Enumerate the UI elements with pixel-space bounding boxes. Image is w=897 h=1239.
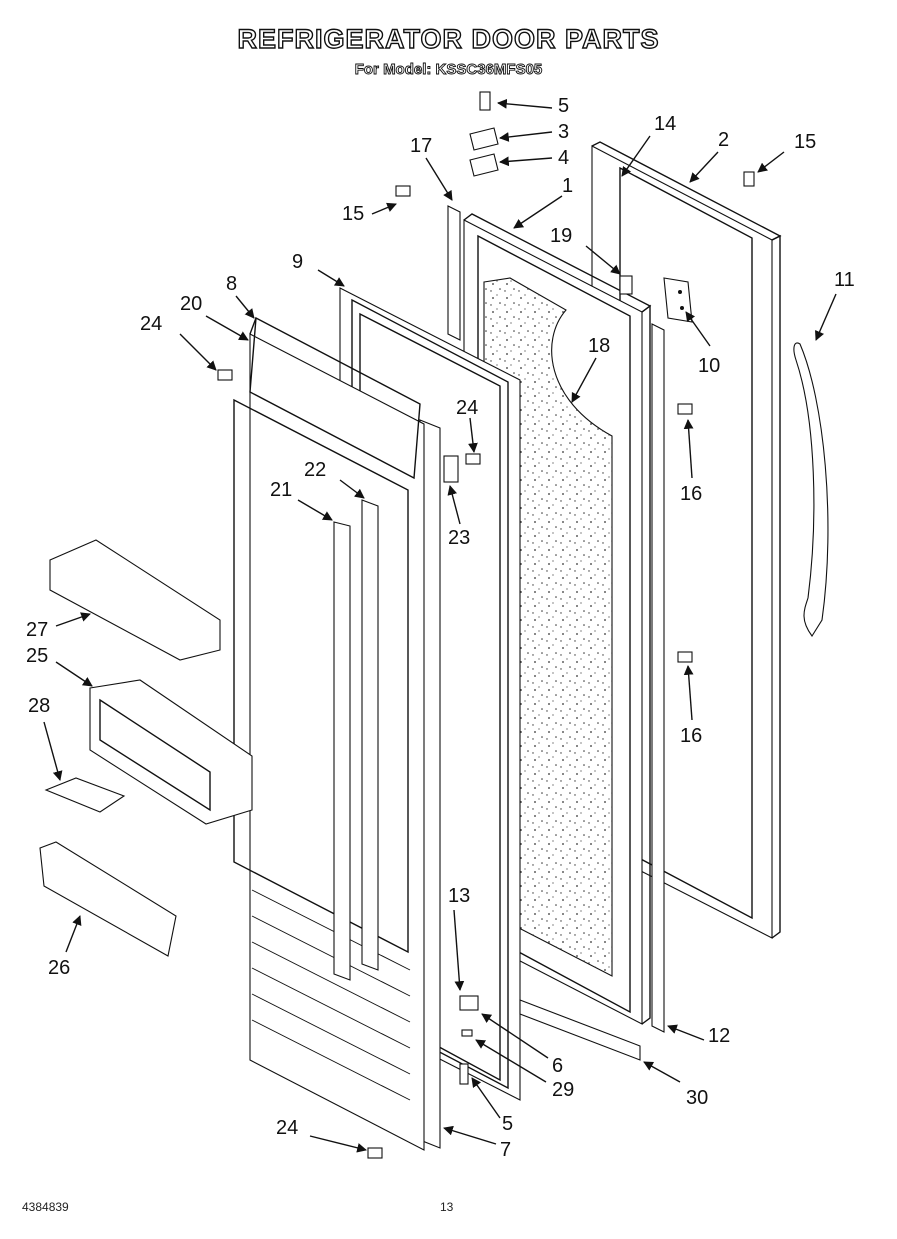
door-side-trim-strip xyxy=(651,323,665,1033)
callout-14: 14 xyxy=(654,113,676,135)
handle-bracket xyxy=(443,455,459,483)
callout-18: 18 xyxy=(588,335,610,357)
callout-26: 26 xyxy=(48,957,70,979)
callout-29: 29 xyxy=(552,1079,574,1101)
page-title: REFRIGERATOR DOOR PARTS xyxy=(237,23,660,54)
dispenser-housing xyxy=(89,679,253,825)
callout-7: 7 xyxy=(500,1139,511,1161)
callout-30: 30 xyxy=(686,1087,708,1109)
callout-20: 20 xyxy=(180,293,202,315)
bottom-trim-strip xyxy=(519,999,641,1061)
lower-hinge-assembly xyxy=(459,995,479,1085)
callout-16: 16 xyxy=(680,725,702,747)
callout-5: 5 xyxy=(502,1113,513,1135)
callout-19: 19 xyxy=(550,225,572,247)
page-number: 13 xyxy=(440,1200,454,1214)
dispenser-trim-panel xyxy=(39,841,177,957)
callout-10: 10 xyxy=(698,355,720,377)
shelf-rails xyxy=(333,499,379,981)
leader-lines xyxy=(43,98,837,1153)
callout-28: 28 xyxy=(28,695,50,717)
callout-24: 24 xyxy=(140,313,162,335)
callout-1: 1 xyxy=(562,175,573,197)
upper-hinge-assembly xyxy=(469,91,499,177)
callout-23: 23 xyxy=(448,527,470,549)
callout-11: 11 xyxy=(834,269,855,291)
callout-5: 5 xyxy=(558,95,569,117)
callout-4: 4 xyxy=(558,147,569,169)
callout-12: 12 xyxy=(708,1025,730,1047)
model-subtitle: For Model: KSSC36MFS05 xyxy=(354,61,543,79)
callout-21: 21 xyxy=(270,479,292,501)
callout-9: 9 xyxy=(292,251,303,273)
callout-15: 15 xyxy=(342,203,364,225)
callout-27: 27 xyxy=(26,619,48,641)
document-number: 4384839 xyxy=(22,1200,69,1214)
callout-8: 8 xyxy=(226,273,237,295)
door-bin xyxy=(49,539,221,661)
callout-3: 3 xyxy=(558,121,569,143)
door-handle xyxy=(793,342,829,637)
callout-15: 15 xyxy=(794,131,816,153)
drip-tray xyxy=(44,777,126,813)
screws xyxy=(217,171,755,1159)
door-stop-pin xyxy=(619,275,633,295)
callout-13: 13 xyxy=(448,885,470,907)
callout-2: 2 xyxy=(718,129,729,151)
callout-numbers: 5 3 4 14 2 15 17 15 1 19 9 8 20 24 18 11… xyxy=(26,95,855,1161)
callout-22: 22 xyxy=(304,459,326,481)
callout-16: 16 xyxy=(680,483,702,505)
callout-17: 17 xyxy=(410,135,432,157)
callout-24: 24 xyxy=(276,1117,298,1139)
callout-25: 25 xyxy=(26,645,48,667)
callout-24: 24 xyxy=(456,397,478,419)
liner-shelf-ribs xyxy=(251,889,411,1101)
callout-6: 6 xyxy=(552,1055,563,1077)
vertical-trim-strip xyxy=(447,205,461,341)
